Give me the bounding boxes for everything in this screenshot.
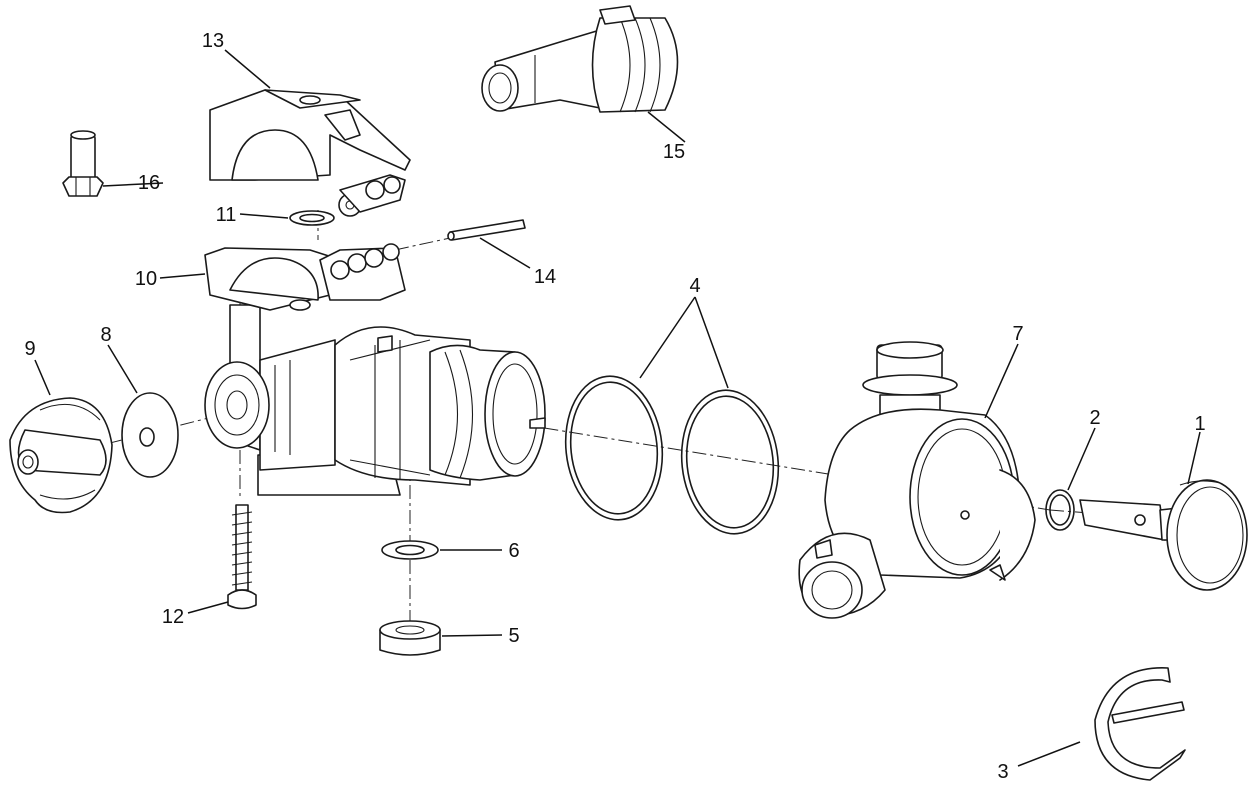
part-10-valve-body <box>204 243 546 496</box>
part-15-hose-barb <box>481 5 679 113</box>
callout-8: 8 <box>100 324 111 346</box>
callout-5: 5 <box>508 625 519 647</box>
part-11-washer <box>289 210 335 226</box>
callout-10: 10 <box>135 268 157 290</box>
part-4-o-rings <box>564 375 780 535</box>
callout-labels: 1 2 3 4 5 6 7 8 9 10 11 12 13 14 15 16 <box>24 30 1205 783</box>
part-5-nut <box>379 620 441 656</box>
part-13-clamp-cover <box>209 89 411 217</box>
callout-7: 7 <box>1012 323 1023 345</box>
callout-13: 13 <box>202 30 224 52</box>
callout-15: 15 <box>663 141 685 163</box>
part-3-retaining-clip <box>1094 667 1186 781</box>
part-14-pin <box>447 219 526 241</box>
callout-16: 16 <box>138 172 160 194</box>
part-1-knob-stem <box>1079 479 1248 591</box>
leader-lines <box>34 49 1201 767</box>
part-8-disc <box>121 392 179 478</box>
callout-14: 14 <box>534 266 556 288</box>
callout-3: 3 <box>997 761 1008 783</box>
part-9-knob <box>9 397 113 514</box>
callout-9: 9 <box>24 338 35 360</box>
part-16-bolt <box>62 130 104 197</box>
callout-4: 4 <box>689 275 700 297</box>
callout-1: 1 <box>1194 413 1205 435</box>
callout-11: 11 <box>216 204 237 226</box>
part-12-screw <box>227 504 257 610</box>
callout-2: 2 <box>1089 407 1100 429</box>
callout-12: 12 <box>162 606 184 628</box>
part-7-valve-housing <box>798 341 1036 619</box>
callout-6: 6 <box>508 540 519 562</box>
part-2-small-o-ring <box>1045 489 1075 531</box>
part-6-washer <box>381 540 439 560</box>
